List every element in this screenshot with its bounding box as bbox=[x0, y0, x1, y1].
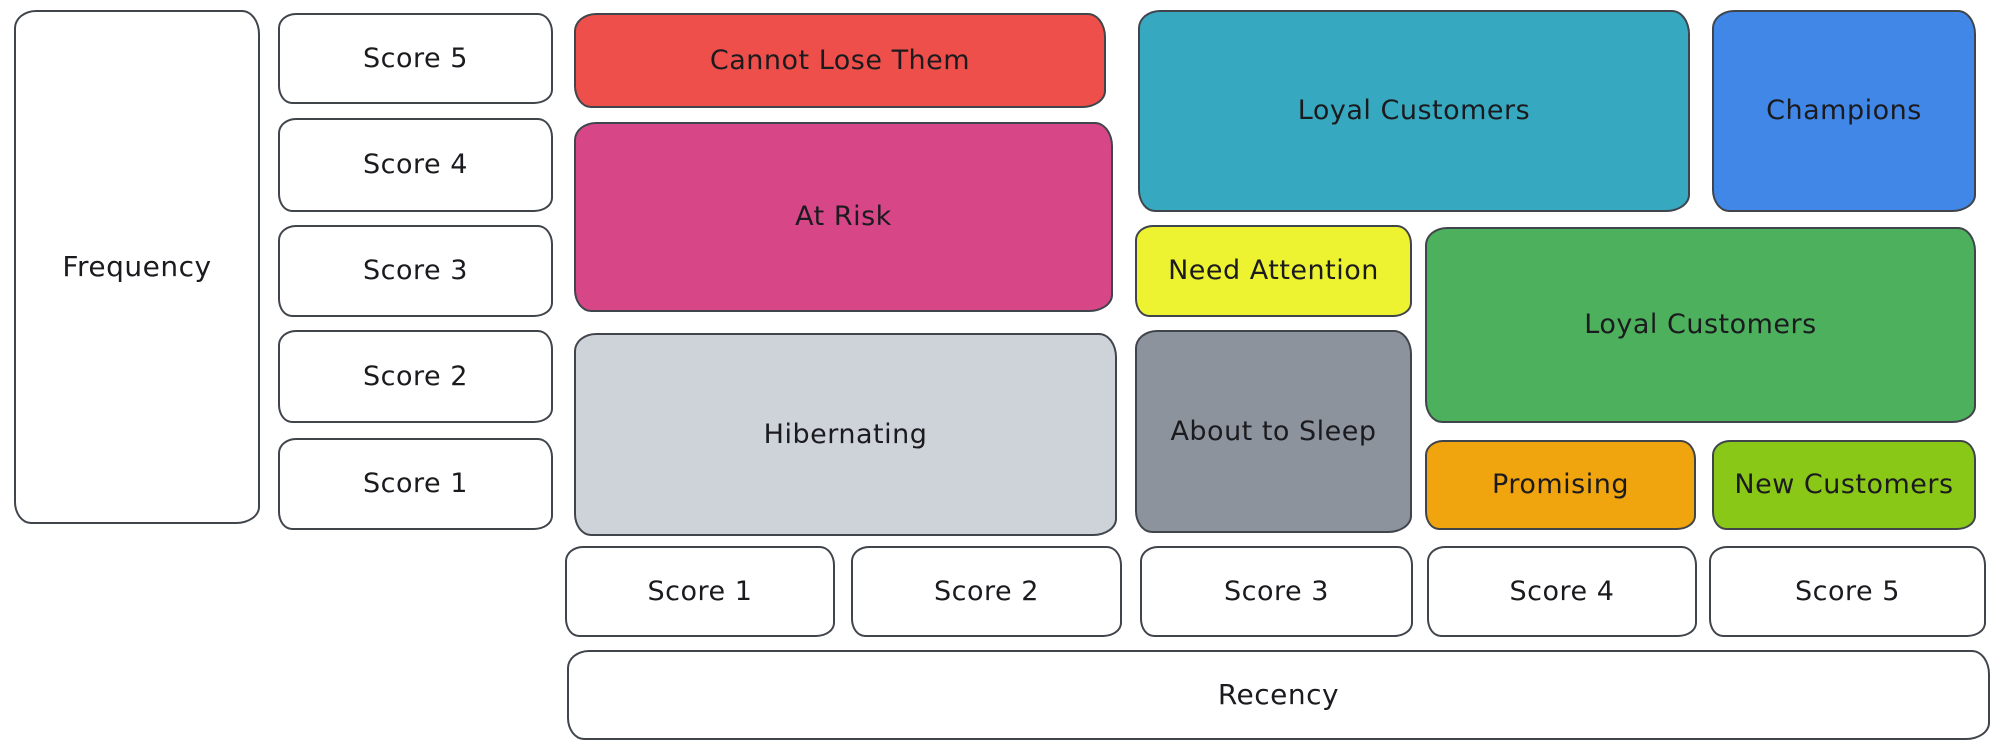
frequency-score-1-box: Score 1 bbox=[278, 438, 553, 530]
segment-loyal-customers-top-label: Loyal Customers bbox=[1297, 95, 1531, 127]
segment-new-customers: New Customers bbox=[1712, 440, 1976, 530]
segment-cannot-lose-them: Cannot Lose Them bbox=[574, 13, 1106, 108]
segment-at-risk: At Risk bbox=[574, 122, 1113, 312]
recency-axis-box: Recency bbox=[567, 650, 1990, 740]
segment-promising: Promising bbox=[1425, 440, 1696, 530]
segment-about-to-sleep: About to Sleep bbox=[1135, 330, 1412, 533]
recency-score-5-label: Score 5 bbox=[1795, 575, 1900, 607]
segment-at-risk-label: At Risk bbox=[795, 201, 892, 233]
frequency-score-4-box: Score 4 bbox=[278, 118, 553, 212]
frequency-score-1-label: Score 1 bbox=[363, 468, 468, 500]
segment-need-attention-label: Need Attention bbox=[1168, 255, 1379, 287]
frequency-score-4-label: Score 4 bbox=[363, 149, 468, 181]
recency-score-2-label: Score 2 bbox=[934, 575, 1039, 607]
recency-score-5-box: Score 5 bbox=[1709, 546, 1986, 637]
frequency-score-2-box: Score 2 bbox=[278, 330, 553, 423]
recency-score-3-box: Score 3 bbox=[1140, 546, 1413, 637]
frequency-score-3-label: Score 3 bbox=[363, 255, 468, 287]
segment-promising-label: Promising bbox=[1492, 469, 1629, 501]
frequency-score-2-label: Score 2 bbox=[363, 360, 468, 392]
recency-score-3-label: Score 3 bbox=[1224, 575, 1329, 607]
segment-hibernating: Hibernating bbox=[574, 333, 1117, 536]
segment-new-customers-label: New Customers bbox=[1734, 469, 1954, 501]
segment-loyal-customers-top: Loyal Customers bbox=[1138, 10, 1690, 212]
segment-champions: Champions bbox=[1712, 10, 1976, 212]
segment-hibernating-label: Hibernating bbox=[763, 418, 928, 450]
recency-score-1-box: Score 1 bbox=[565, 546, 835, 637]
segment-loyal-customers-right: Loyal Customers bbox=[1425, 227, 1976, 423]
frequency-score-5-box: Score 5 bbox=[278, 13, 553, 104]
recency-axis-label: Recency bbox=[1217, 677, 1340, 711]
recency-score-2-box: Score 2 bbox=[851, 546, 1122, 637]
segment-need-attention: Need Attention bbox=[1135, 225, 1412, 317]
frequency-axis-box: Frequency bbox=[14, 10, 260, 524]
frequency-score-5-label: Score 5 bbox=[363, 42, 468, 74]
segment-about-to-sleep-label: About to Sleep bbox=[1170, 415, 1377, 447]
segment-loyal-customers-right-label: Loyal Customers bbox=[1584, 309, 1817, 341]
segment-champions-label: Champions bbox=[1766, 95, 1922, 127]
recency-score-1-label: Score 1 bbox=[647, 575, 753, 607]
recency-score-4-box: Score 4 bbox=[1427, 546, 1697, 637]
recency-score-4-label: Score 4 bbox=[1509, 575, 1615, 607]
frequency-score-3-box: Score 3 bbox=[278, 225, 553, 317]
frequency-axis-label: Frequency bbox=[62, 249, 212, 283]
segment-cannot-lose-them-label: Cannot Lose Them bbox=[709, 44, 971, 76]
